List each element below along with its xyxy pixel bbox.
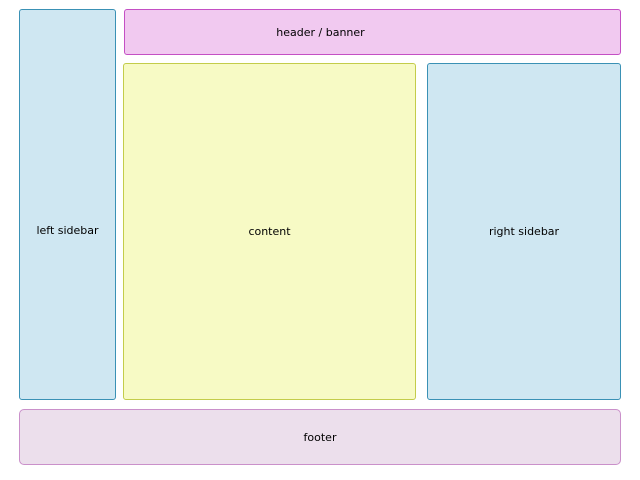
left-sidebar-region: left sidebar <box>19 9 116 400</box>
header-banner-label: header / banner <box>276 25 365 39</box>
content-label: content <box>248 225 291 238</box>
footer-region: footer <box>19 409 621 465</box>
left-sidebar-label: left sidebar <box>36 224 99 237</box>
header-banner-region: header / banner <box>124 9 621 55</box>
right-sidebar-region: right sidebar <box>427 63 621 400</box>
content-region: content <box>123 63 416 400</box>
right-sidebar-label: right sidebar <box>488 225 560 238</box>
footer-label: footer <box>303 430 337 444</box>
